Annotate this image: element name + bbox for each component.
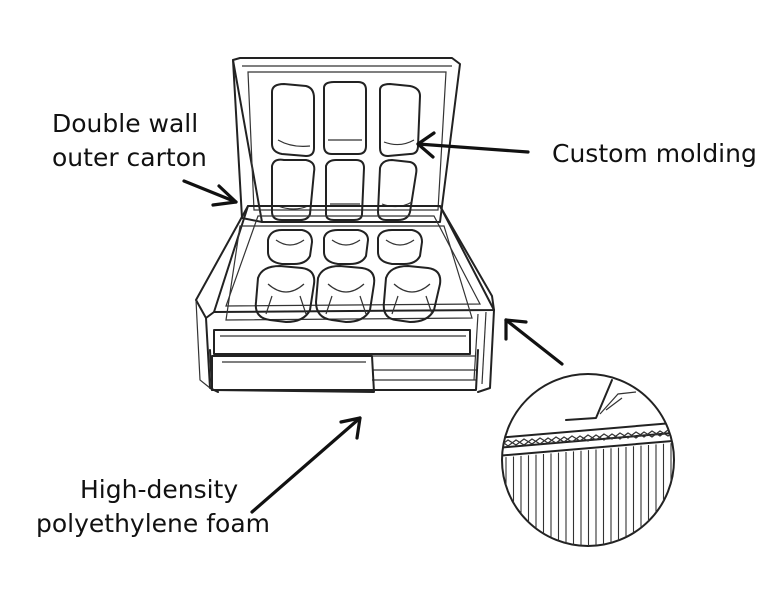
lid-molding-cavities [271,81,421,221]
label-outer-carton-line2: outer carton [52,143,207,172]
label-outer-carton-line1: Double wall [52,109,198,138]
corrugation-detail-magnifier [501,373,675,547]
arrow-outer-carton [182,179,238,207]
foam-tray-cavities [225,225,473,323]
box-base [195,205,495,393]
arrow-foam [250,416,362,514]
label-custom-molding: Custom molding [552,139,757,168]
arrow-magnifier [504,318,564,366]
label-foam-line1: High-density [80,475,238,504]
box-lid [232,57,461,223]
arrow-custom-molding [416,131,530,159]
label-foam-line2: polyethylene foam [36,509,270,538]
